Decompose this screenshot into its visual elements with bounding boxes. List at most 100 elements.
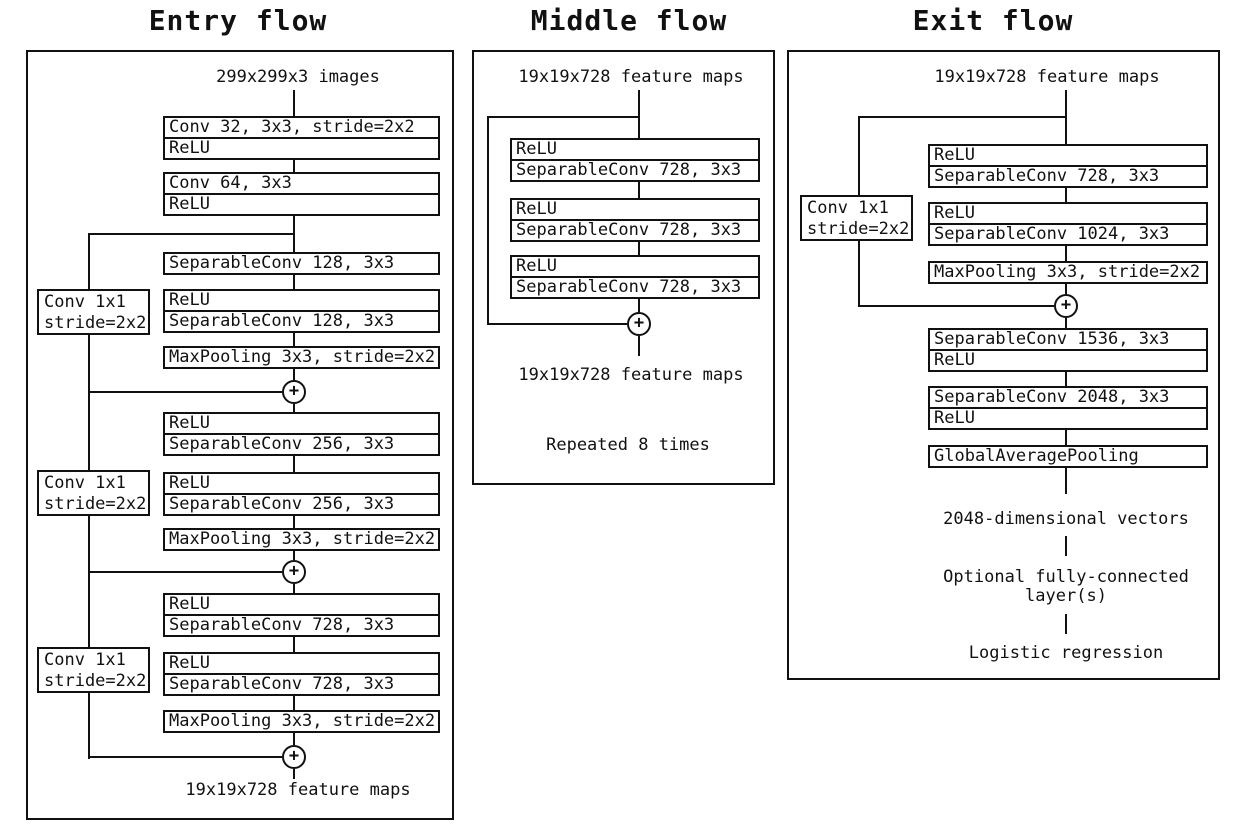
connector-line xyxy=(293,333,295,346)
exit-vectors-label: 2048-dimensional vectors xyxy=(943,509,1189,529)
middle-input-label: 19x19x728 feature maps xyxy=(518,67,744,87)
connector-line xyxy=(293,516,295,528)
connector-line xyxy=(293,90,295,116)
connector-line xyxy=(1065,90,1067,144)
connector-line xyxy=(1065,318,1067,328)
exit-block-globalavgpool: GlobalAveragePooling xyxy=(928,445,1208,468)
residual-add-icon: + xyxy=(282,560,306,584)
connector-line xyxy=(293,551,295,560)
residual-add-icon: + xyxy=(282,745,306,769)
layer-row: MaxPooling 3x3, stride=2x2 xyxy=(163,710,440,733)
skip-merge-line xyxy=(90,571,282,573)
layer-row: SeparableConv 1024, 3x3 xyxy=(928,223,1208,246)
residual-add-icon: + xyxy=(1054,294,1078,318)
connector-line xyxy=(1065,246,1067,261)
skip-branch-line xyxy=(858,116,1066,118)
middle-output-label: 19x19x728 feature maps xyxy=(518,365,744,385)
layer-row: SeparableConv 728, 3x3 xyxy=(510,276,760,299)
residual-add-icon: + xyxy=(627,312,651,336)
connector-line xyxy=(638,182,640,198)
exit-input-label: 19x19x728 feature maps xyxy=(934,67,1160,87)
exit-flow-panel xyxy=(787,50,1220,680)
entry-block-sepconv128: SeparableConv 128, 3x3 xyxy=(163,252,440,275)
connector-line xyxy=(1065,188,1067,202)
layer-row: ReLU xyxy=(163,193,440,216)
layer-row: ReLU xyxy=(928,202,1208,225)
layer-row: ReLU xyxy=(928,144,1208,167)
entry-skip-conv-2: Conv 1x1 stride=2x2 xyxy=(37,470,150,516)
entry-flow-panel xyxy=(26,50,454,820)
connector-line xyxy=(1065,614,1067,634)
layer-row: SeparableConv 728, 3x3 xyxy=(163,673,440,696)
connector-line xyxy=(1065,536,1067,556)
layer-row: ReLU xyxy=(163,137,440,160)
layer-row: SeparableConv 256, 3x3 xyxy=(163,433,440,456)
layer-row: ReLU xyxy=(928,407,1208,430)
layer-row: ReLU xyxy=(510,138,760,161)
layer-row: ReLU xyxy=(163,593,440,616)
connector-line xyxy=(293,160,295,172)
entry-output-label: 19x19x728 feature maps xyxy=(185,780,411,800)
connector-line xyxy=(293,404,295,412)
layer-row: SeparableConv 1536, 3x3 xyxy=(928,328,1208,351)
entry-input-label: 299x299x3 images xyxy=(216,67,380,87)
connector-line xyxy=(293,584,295,593)
connector-line xyxy=(638,242,640,255)
layer-row: MaxPooling 3x3, stride=2x2 xyxy=(163,346,440,369)
layer-row: SeparableConv 128, 3x3 xyxy=(163,310,440,333)
layer-row: SeparableConv 2048, 3x3 xyxy=(928,386,1208,409)
middle-flow-title: Middle flow xyxy=(530,4,728,37)
layer-row: ReLU xyxy=(163,289,440,312)
connector-line xyxy=(293,369,295,380)
layer-row: ReLU xyxy=(163,412,440,435)
layer-row: Conv 64, 3x3 xyxy=(163,172,440,195)
layer-row: ReLU xyxy=(510,198,760,221)
connector-line xyxy=(293,769,295,779)
layer-row: ReLU xyxy=(163,472,440,495)
entry-block-maxpool2: MaxPooling 3x3, stride=2x2 xyxy=(163,528,440,551)
entry-skip-conv-1: Conv 1x1 stride=2x2 xyxy=(37,289,150,335)
exit-fc-label: Optional fully-connected layer(s) xyxy=(943,567,1189,606)
layer-row: SeparableConv 728, 3x3 xyxy=(510,159,760,182)
layer-row: MaxPooling 3x3, stride=2x2 xyxy=(163,528,440,551)
connector-line xyxy=(293,637,295,652)
connector-line xyxy=(1065,430,1067,445)
entry-skip-conv-3: Conv 1x1 stride=2x2 xyxy=(37,647,150,693)
layer-row: SeparableConv 256, 3x3 xyxy=(163,493,440,516)
connector-line xyxy=(1065,372,1067,386)
layer-row: SeparableConv 728, 3x3 xyxy=(163,614,440,637)
connector-line xyxy=(638,336,640,356)
exit-logistic-label: Logistic regression xyxy=(968,643,1164,663)
skip-merge-line xyxy=(487,323,627,325)
layer-row: Conv 32, 3x3, stride=2x2 xyxy=(163,116,440,139)
exit-block-maxpool: MaxPooling 3x3, stride=2x2 xyxy=(928,261,1208,284)
exit-skip-conv: Conv 1x1 stride=2x2 xyxy=(800,195,913,241)
layer-row: ReLU xyxy=(163,652,440,675)
connector-line xyxy=(638,299,640,312)
connector-line xyxy=(293,275,295,289)
residual-add-icon: + xyxy=(282,380,306,404)
entry-flow-title: Entry flow xyxy=(148,4,328,37)
connector-line xyxy=(1065,284,1067,294)
connector-line xyxy=(293,733,295,745)
layer-row: SeparableConv 128, 3x3 xyxy=(163,252,440,275)
skip-merge-line xyxy=(858,305,1054,307)
skip-branch-line xyxy=(487,116,639,118)
layer-row: ReLU xyxy=(510,255,760,278)
layer-row: SeparableConv 728, 3x3 xyxy=(928,165,1208,188)
layer-row: GlobalAveragePooling xyxy=(928,445,1208,468)
skip-merge-line xyxy=(90,756,282,758)
entry-block-maxpool3: MaxPooling 3x3, stride=2x2 xyxy=(163,710,440,733)
connector-line xyxy=(293,456,295,472)
skip-connector-line xyxy=(487,116,489,324)
